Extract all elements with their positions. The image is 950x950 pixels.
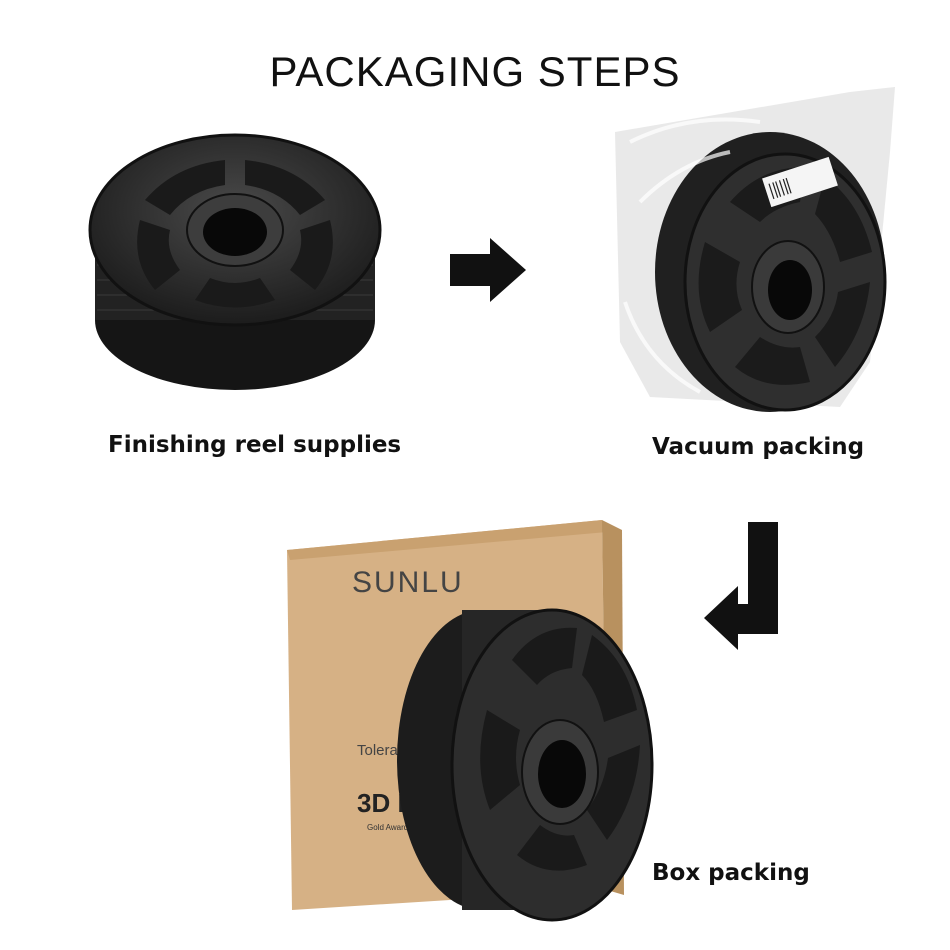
spool-image <box>88 133 382 390</box>
step-caption-finishing: Finishing reel supplies <box>108 432 402 458</box>
box-award-text: Gold Award V <box>367 823 416 832</box>
page-title: PACKAGING STEPS <box>269 48 681 95</box>
vacuum-spool-image <box>615 87 895 412</box>
step-caption-vacuum: Vacuum packing <box>652 434 865 460</box>
step-caption-box: Box packing <box>652 860 810 886</box>
box-brand: SUNLU <box>352 566 464 599</box>
down-left-arrow-icon <box>704 522 778 650</box>
box-spool-image: SUNLU Toleranc 3D F Gold Award V <box>287 520 654 922</box>
right-arrow-icon <box>450 238 526 302</box>
